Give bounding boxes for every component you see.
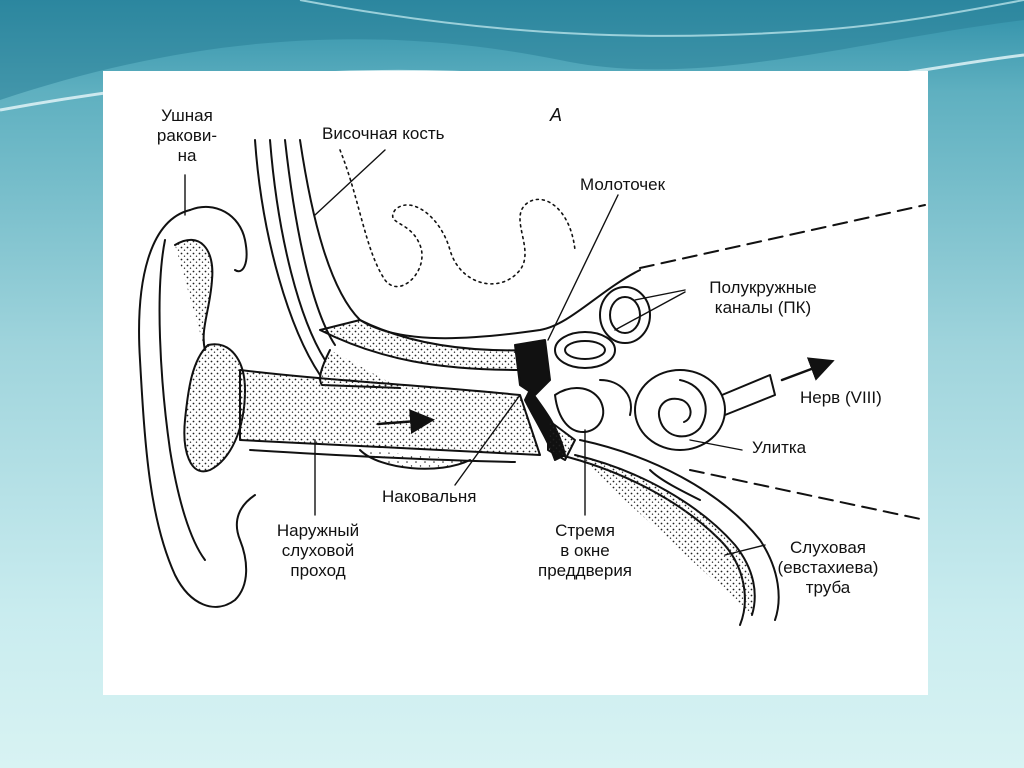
label-incus: Наковальня xyxy=(382,487,477,506)
label-ear-canal-line-3: проход xyxy=(290,561,346,580)
label-ear-canal: Наружный слуховой проход xyxy=(268,521,368,581)
label-tube-line-3: труба xyxy=(805,578,851,597)
leader-cochlea xyxy=(689,439,743,451)
label-auricle-line-3: на xyxy=(177,146,197,165)
leader-incus xyxy=(454,394,521,486)
sound-arrow xyxy=(376,409,435,434)
label-nerve: Нерв (VIII) xyxy=(800,388,882,407)
label-ear-canal-line-2: слуховой xyxy=(281,541,355,560)
leader-temporal xyxy=(314,149,386,216)
leader-malleus xyxy=(547,194,619,341)
label-ear-canal-line-1: Наружный xyxy=(276,521,360,540)
label-auricle-line-1: Ушная xyxy=(161,106,213,125)
auricle-shape xyxy=(138,205,256,608)
label-temporal-bone: Височная кость xyxy=(322,124,445,143)
label-stapes-line-2: в окне xyxy=(560,541,610,560)
leader-tube xyxy=(724,544,766,556)
label-semicircular-canals: Полукружные каналы (ПК) xyxy=(688,278,838,318)
label-malleus: Молоточек xyxy=(580,175,666,194)
label-stapes-line-1: Стремя xyxy=(555,521,615,540)
label-eustachian-tube: Слуховая (евстахиева) труба xyxy=(758,538,898,598)
panel-letter: А xyxy=(550,105,563,125)
leader-canals-1 xyxy=(634,289,686,301)
label-auricle: Ушная ракови- на xyxy=(142,106,232,166)
ossicles-shape xyxy=(514,339,605,461)
label-tube-line-1: Слуховая xyxy=(790,538,866,557)
eustachian-tube-shape xyxy=(559,439,780,626)
label-stapes: Стремя в окне преддверия xyxy=(520,521,650,581)
semicircular-canals-shape xyxy=(554,286,651,416)
label-cochlea: Улитка xyxy=(752,438,807,457)
label-auricle-line-2: ракови- xyxy=(156,126,218,145)
leader-canals-2 xyxy=(614,291,686,331)
label-canals-line-1: Полукружные xyxy=(709,278,817,297)
ear-canal-shape xyxy=(239,369,541,470)
cochlea-shape xyxy=(634,369,776,451)
label-stapes-line-3: преддверия xyxy=(537,561,633,580)
region-line-bottom xyxy=(689,469,926,521)
label-canals-line-2: каналы (ПК) xyxy=(714,298,812,317)
dura-outline xyxy=(339,149,576,288)
nerve-arrow xyxy=(780,357,835,382)
temporal-bone-shape xyxy=(254,139,641,389)
label-tube-line-2: (евстахиева) xyxy=(777,558,879,577)
region-line-top xyxy=(639,204,926,269)
